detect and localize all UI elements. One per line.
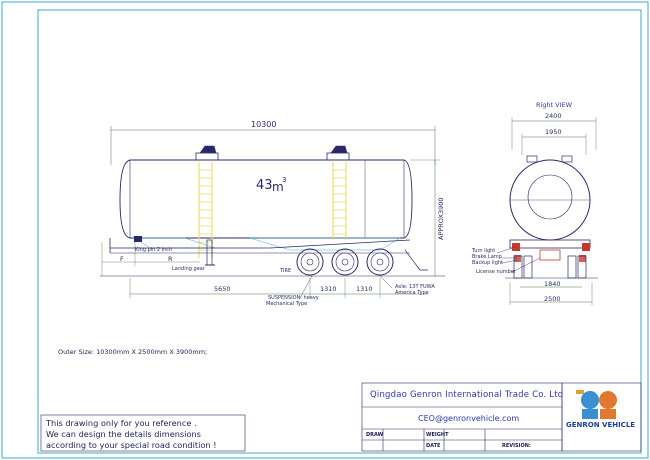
axle-label-2: America Type: [395, 290, 429, 296]
note-box: [40, 414, 246, 452]
reference-note: This drawing only for you reference . We…: [46, 418, 244, 451]
dim-2400: 2400: [545, 112, 562, 120]
axle-label-1: Axle: 13T FUWA: [395, 284, 435, 290]
backup-light-label: Backup light: [472, 260, 503, 266]
brake-lamp-label: Brake Lamp: [472, 254, 502, 260]
suspension-label-2: Mechanical Type: [266, 301, 308, 307]
right-view: [496, 117, 598, 305]
outer-size: Outer Size: 10300mm X 2500mm X 3900mm;: [58, 348, 208, 356]
dim-2500: 2500: [544, 295, 561, 303]
dim-height: APPROX3900: [437, 197, 445, 241]
dim-f: F: [120, 255, 124, 263]
landing-gear-label: Landing gear: [172, 266, 205, 272]
volume-exponent: 3: [282, 176, 287, 184]
turn-light-label: Turn light: [472, 248, 496, 254]
note-line-1: This drawing only for you reference .: [46, 418, 197, 428]
note-line-2: We can design the details dimensions: [46, 429, 201, 439]
wheels: [296, 248, 394, 276]
dim-overall-length: 10300: [251, 120, 277, 129]
dim-5650: 5650: [214, 285, 231, 293]
volume-number: 43: [256, 178, 273, 193]
logo-text: GENRON VEHICLE: [566, 421, 636, 429]
kingpin-label: King pin 2 inch: [135, 247, 173, 253]
dim-1950: 1950: [545, 128, 562, 136]
suspension-label-1: SUSPENSION: heavy: [268, 295, 319, 301]
inner-border: [37, 9, 642, 454]
volume-unit: m: [272, 180, 284, 194]
dim-1310-b: 1310: [356, 285, 373, 293]
revision-label: REVISION:: [502, 443, 531, 449]
draw-label: DRAW: [366, 432, 384, 438]
dim-r: R: [168, 255, 173, 263]
company-email: CEO@genronvehicle.com: [418, 414, 520, 423]
dim-1840: 1840: [544, 280, 561, 288]
company-logo: [576, 390, 617, 419]
ladder-rungs: [199, 169, 346, 251]
side-view: [100, 126, 445, 299]
right-view-title: Right VIEW: [536, 101, 573, 109]
tire-label: TIRE: [280, 268, 292, 274]
license-plate: [539, 249, 561, 261]
tank-body: [119, 159, 413, 239]
date-label: DATE: [426, 443, 441, 449]
company-name: Qingdao Genron International Trade Co. L…: [370, 390, 564, 400]
license-number-label: License number: [476, 269, 516, 275]
title-block: [361, 382, 642, 452]
note-line-3: according to your special road condition…: [46, 440, 217, 450]
weight-label: WEIGHT: [426, 432, 449, 438]
dim-1310-a: 1310: [320, 285, 337, 293]
